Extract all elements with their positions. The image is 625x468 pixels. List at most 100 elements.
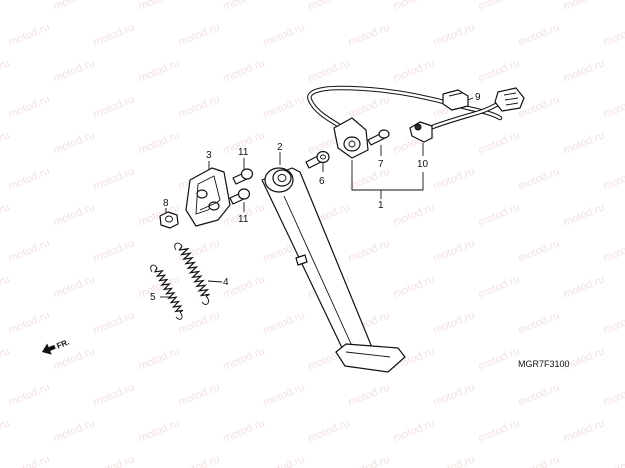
lock-nut (159, 211, 179, 229)
watermark-text: motod.ru (432, 309, 477, 336)
watermark-text: motod.ru (52, 57, 97, 84)
watermark-text: motod.ru (92, 165, 137, 192)
harness-clamp (442, 89, 469, 111)
watermark-text: motod.ru (602, 309, 625, 336)
watermark-text: motod.ru (392, 57, 437, 84)
watermark-text: motod.ru (92, 453, 137, 468)
watermark-text: motod.ru (562, 273, 607, 300)
watermark-text: motod.ru (52, 0, 97, 13)
watermark-text: motod.ru (7, 453, 52, 468)
watermark-text: motod.ru (177, 21, 222, 48)
watermark-text: motod.ru (137, 0, 182, 13)
watermark-text: motod.ru (262, 381, 307, 408)
watermark-text: motod.ru (52, 129, 97, 156)
watermark-text: motod.ru (52, 273, 97, 300)
callout-9: 9 (475, 92, 481, 103)
direction-label: FR. (55, 337, 70, 350)
watermark-text: motod.ru (7, 309, 52, 336)
watermark-text: motod.ru (0, 417, 11, 444)
stand-spring-outer (174, 242, 210, 305)
watermark-text: motod.ru (347, 381, 392, 408)
watermark-text: motod.ru (7, 381, 52, 408)
watermark-text: motod.ru (137, 345, 182, 372)
watermark-text: motod.ru (477, 57, 522, 84)
stand-bracket (185, 167, 231, 227)
watermark-text: motod.ru (517, 309, 562, 336)
watermark-text: motod.ru (0, 345, 11, 372)
watermark-text: motod.ru (517, 453, 562, 468)
watermark-text: motod.ru (602, 165, 625, 192)
leader-lines (160, 97, 474, 298)
watermark-text: motod.ru (92, 381, 137, 408)
watermark-text: motod.ru (262, 21, 307, 48)
watermark-text: motod.ru (137, 129, 182, 156)
watermark-text: motod.ru (602, 381, 625, 408)
watermark-text: motod.ru (432, 381, 477, 408)
side-stand-leg (261, 167, 406, 373)
bracket-bolt-lower (229, 188, 251, 205)
pivot-bolt (305, 150, 330, 169)
watermark-text: motod.ru (602, 237, 625, 264)
watermark-text: motod.ru (0, 57, 11, 84)
watermark-text: motod.ru (392, 201, 437, 228)
watermark-text: motod.ru (307, 0, 352, 13)
callout-1: 1 (378, 200, 384, 211)
watermark-text: motod.ru (137, 417, 182, 444)
watermark-text: motod.ru (517, 165, 562, 192)
callout-8: 8 (163, 198, 169, 209)
callout-5: 5 (150, 292, 156, 303)
front-direction-arrow: FR. (42, 337, 71, 355)
watermark-text: motod.ru (602, 93, 625, 120)
watermark-text: motod.ru (347, 21, 392, 48)
watermark-text: motod.ru (307, 417, 352, 444)
callout-labels: 1 2 3 4 5 6 7 8 9 10 11 11 (150, 92, 481, 303)
callout-6: 6 (319, 176, 325, 187)
watermark-text: motod.ru (562, 201, 607, 228)
watermark-text: motod.ru (347, 165, 392, 192)
stand-spring-inner (150, 264, 184, 320)
callout-2: 2 (277, 142, 283, 153)
watermark-text: motod.ru (477, 273, 522, 300)
watermark-text: motod.ru (137, 57, 182, 84)
watermark-text: motod.ru (517, 21, 562, 48)
watermark-text: motod.ru (602, 21, 625, 48)
watermark-text: motod.ru (562, 129, 607, 156)
watermark-text: motod.ru (52, 417, 97, 444)
watermark-text: motod.ru (177, 93, 222, 120)
watermark-text: motod.ru (477, 417, 522, 444)
watermark-text: motod.ru (562, 57, 607, 84)
watermark-text: motod.ru (7, 237, 52, 264)
watermark-text: motod.ru (347, 453, 392, 468)
watermark-text: motod.ru (92, 237, 137, 264)
callout-11-upper: 11 (238, 147, 249, 158)
watermark-text: motod.ru (392, 273, 437, 300)
watermark-text: motod.ru (177, 453, 222, 468)
arrow-icon (42, 343, 56, 355)
switch-bolt (367, 129, 390, 146)
watermark-text: motod.ru (7, 21, 52, 48)
watermark-text: motod.ru (477, 0, 522, 13)
callout-3: 3 (206, 150, 212, 161)
watermark-text: motod.ru (517, 237, 562, 264)
watermark-text: motod.ru (562, 0, 607, 13)
watermark-text: motod.ru (517, 381, 562, 408)
watermark-text: motod.ru (222, 0, 267, 13)
watermark-text: motod.ru (432, 237, 477, 264)
watermark-text: motod.ru (0, 129, 11, 156)
watermark-text: motod.ru (477, 201, 522, 228)
watermark-text: motod.ru (177, 237, 222, 264)
watermark-text: motod.ru (477, 345, 522, 372)
watermark-text: motod.ru (222, 345, 267, 372)
watermark-text: motod.ru (0, 201, 11, 228)
watermark-text: motod.ru (477, 129, 522, 156)
watermark-text: motod.ru (222, 417, 267, 444)
watermark-text: motod.ru (7, 165, 52, 192)
watermark-text: motod.ru (562, 417, 607, 444)
watermark-text: motod.ru (392, 0, 437, 13)
watermark-text: motod.ru (262, 309, 307, 336)
watermark-text: motod.ru (432, 21, 477, 48)
watermark-text: motod.ru (137, 273, 182, 300)
watermark-text: motod.ru (92, 93, 137, 120)
harness-clip (409, 121, 433, 143)
